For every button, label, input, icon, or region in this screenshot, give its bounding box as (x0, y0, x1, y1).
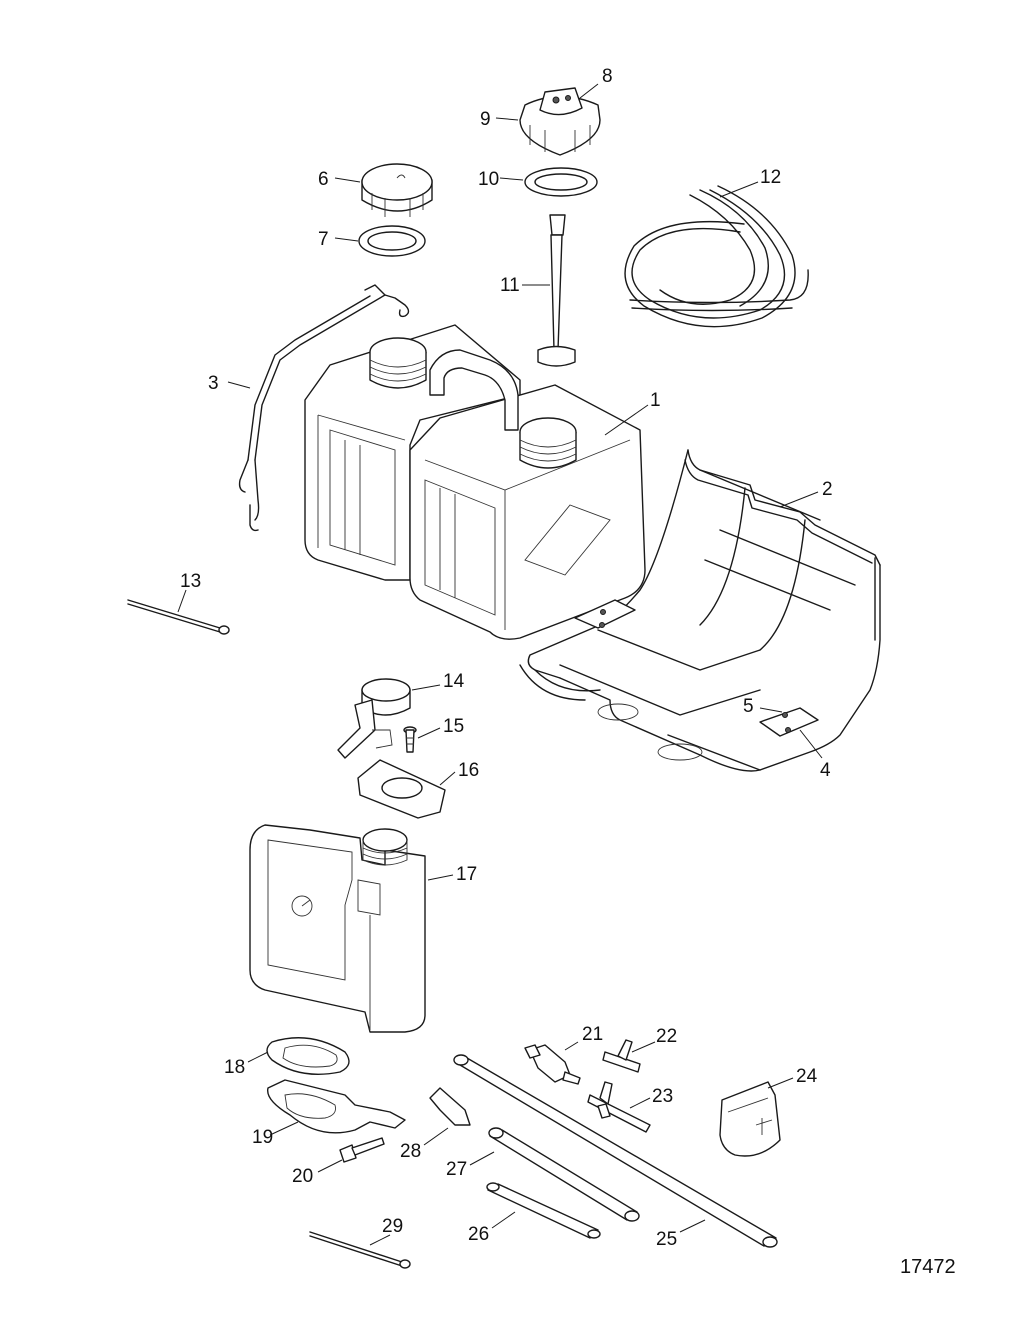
part-12-fuel-hose (624, 185, 809, 328)
part-15-screw (403, 726, 417, 753)
part-17-oil-reservoir (249, 824, 426, 1033)
callout-7: 7 (318, 229, 329, 250)
callout-14: 14 (443, 671, 465, 692)
part-11-pickup-tube (537, 214, 576, 367)
part-21-check-valve (524, 1044, 581, 1085)
callout-15: 15 (443, 716, 464, 737)
part-22-tee-fitting (602, 1039, 641, 1073)
callout-21: 21 (582, 1024, 603, 1045)
callout-20: 20 (292, 1166, 313, 1187)
drawing-number: 17472 (900, 1256, 956, 1278)
part-3-hold-down-strap (238, 284, 410, 532)
callout-24: 24 (796, 1066, 818, 1087)
callout-labels: 1 2 3 4 5 6 7 8 9 10 11 12 13 14 15 16 1… (180, 66, 833, 1250)
part-18-gasket (266, 1037, 350, 1075)
callout-9: 9 (480, 109, 491, 130)
callout-2: 2 (822, 479, 833, 500)
callout-27: 27 (446, 1159, 467, 1180)
part-28-clip (429, 1087, 471, 1126)
part-10-sender-gasket (524, 167, 598, 197)
part-25-hose-long (453, 1054, 778, 1248)
callout-29: 29 (382, 1216, 403, 1237)
leader-lines (177, 83, 823, 1246)
callout-13: 13 (180, 571, 201, 592)
callout-16: 16 (458, 760, 479, 781)
part-19-outlet-flange (266, 1079, 406, 1134)
part-8-vent-fitting (539, 87, 583, 116)
part-7-cap-gasket (358, 225, 426, 257)
callout-4: 4 (820, 760, 831, 781)
part-16-flange (357, 759, 446, 819)
callout-12: 12 (760, 167, 781, 188)
callout-23: 23 (652, 1086, 673, 1107)
callout-17: 17 (456, 864, 477, 885)
callout-8: 8 (602, 66, 613, 87)
part-1-fuel-tank (304, 324, 646, 640)
part-29-cable-tie (309, 1231, 411, 1269)
part-23-tee-fitting (587, 1081, 651, 1133)
callout-19: 19 (252, 1127, 273, 1148)
part-27-hose-medium (488, 1127, 640, 1222)
callout-5: 5 (743, 696, 754, 717)
part-13-cable-tie (127, 599, 230, 635)
part-6-filler-cap (361, 163, 433, 217)
callout-22: 22 (656, 1026, 677, 1047)
callout-18: 18 (224, 1057, 245, 1078)
callout-28: 28 (400, 1141, 421, 1162)
part-2-wire-rack (519, 449, 881, 772)
callout-6: 6 (318, 169, 329, 190)
callout-3: 3 (208, 373, 219, 394)
callout-25: 25 (656, 1229, 677, 1250)
part-26-hose-short (486, 1182, 601, 1239)
callout-1: 1 (650, 390, 661, 411)
part-20-bolt (339, 1137, 385, 1163)
part-24-cover (719, 1081, 781, 1157)
callout-11: 11 (500, 275, 520, 296)
callout-26: 26 (468, 1224, 489, 1245)
callout-10: 10 (478, 169, 499, 190)
part-14-oil-cap-bracket (337, 678, 411, 759)
